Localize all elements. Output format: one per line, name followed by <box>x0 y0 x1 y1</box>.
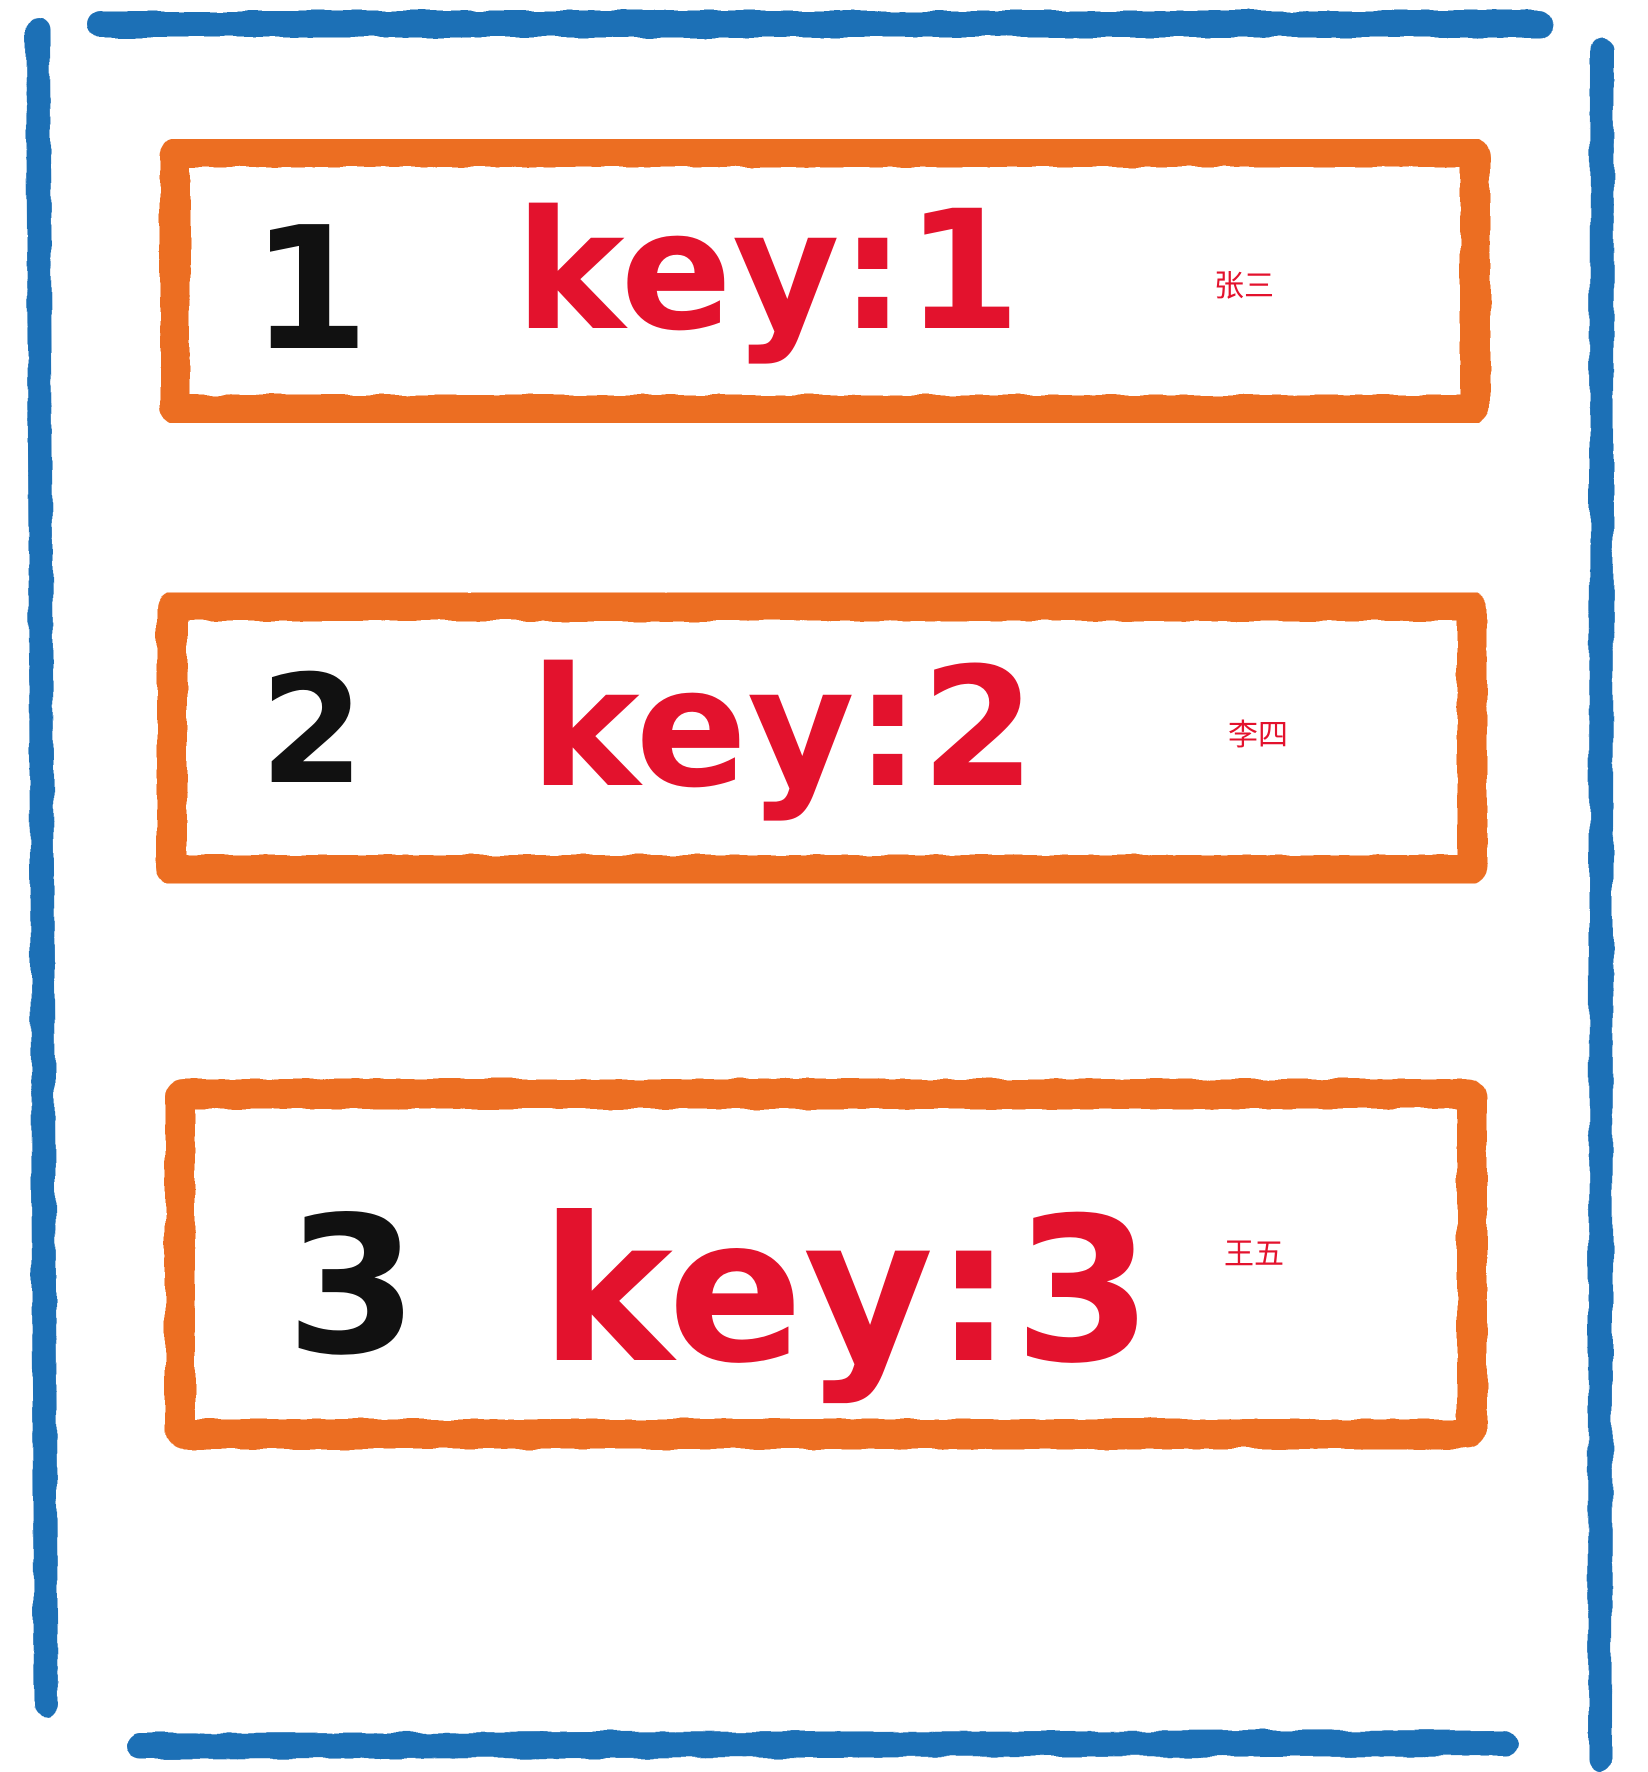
list-item: 2 key:2 李四 <box>157 591 1487 885</box>
item-index: 1 <box>251 191 369 389</box>
item-index: 2 <box>260 644 364 818</box>
item-name: 王五 <box>1224 1237 1284 1272</box>
item-name: 张三 <box>1214 269 1274 304</box>
item-key: key:2 <box>530 632 1036 824</box>
item-key: key:3 <box>540 1175 1153 1408</box>
frame-right <box>1588 38 1614 1772</box>
item-box <box>160 137 1490 425</box>
item-key: key:1 <box>515 175 1021 367</box>
item-index: 3 <box>286 1176 418 1397</box>
frame-bottom <box>127 1730 1518 1759</box>
item-name: 李四 <box>1228 718 1288 753</box>
outer-frame <box>26 11 1614 1772</box>
item-box <box>165 1079 1487 1449</box>
list-item: 1 key:1 张三 <box>160 137 1490 425</box>
frame-left <box>26 18 58 1717</box>
list-item: 3 key:3 王五 <box>165 1079 1487 1449</box>
item-box <box>157 591 1487 885</box>
